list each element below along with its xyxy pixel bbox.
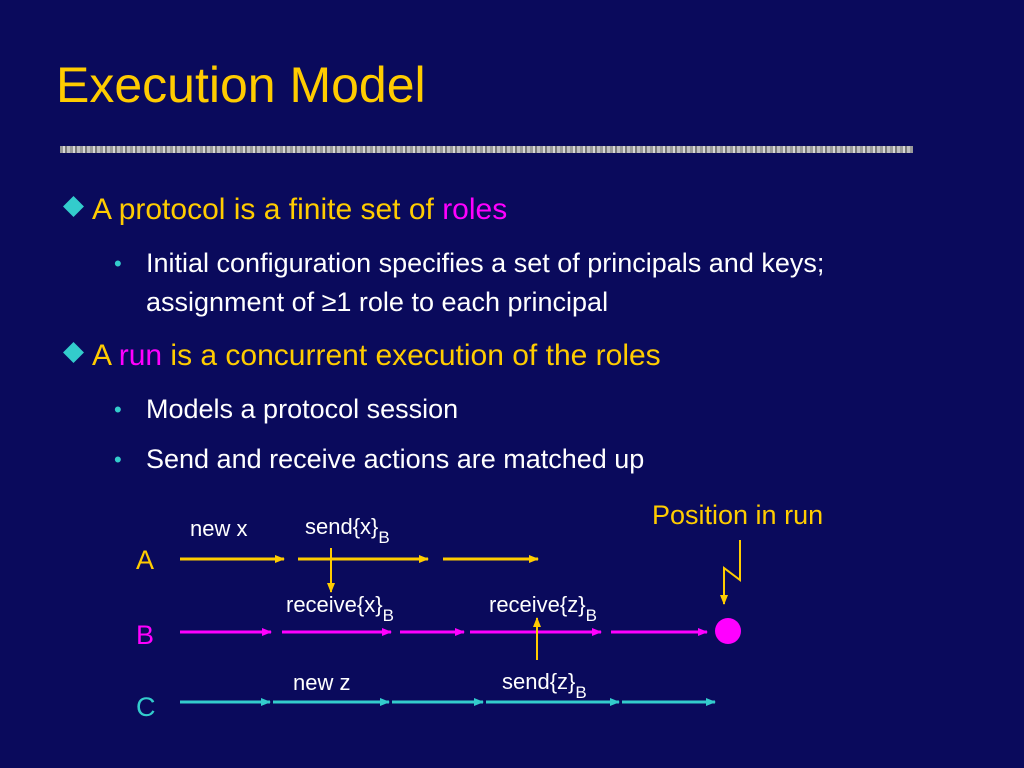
action-label-receive-x-sub: B [383,606,394,625]
action-label-receive-x: receive{x}B [286,592,394,625]
slide-title: Execution Model [56,57,426,113]
action-label-send-z-text: send{z} [502,669,575,694]
bullet-roles: A protocol is a finite set of roles [63,193,508,226]
annotation-position-in-run: Position in run [652,500,823,530]
sub-bullet-matched-text: Send and receive actions are matched up [146,444,645,474]
action-label-new-x: new x [190,516,247,541]
action-label-send-x-sub: B [378,528,389,547]
action-label-send-z-sub: B [575,683,586,702]
position-pointer-arrow [720,540,741,605]
sub-bullet-dot-icon: • [114,447,122,472]
action-label-send-x-text: send{x} [305,514,378,539]
bullet-run: A run is a concurrent execution of the r… [63,339,661,372]
action-label-send-z: send{z}B [502,669,587,702]
action-label-receive-z-text: receive{z} [489,592,586,617]
action-label-receive-z: receive{z}B [489,592,597,625]
action-label-receive-x-text: receive{x} [286,592,383,617]
title-divider [60,146,913,153]
action-label-send-x: send{x}B [305,514,390,547]
bullet-run-text-a: A [92,339,119,372]
role-label-c: C [136,692,156,722]
sub-bullet-initial-config-text: Initial configuration specifies a set of… [146,248,825,317]
sub-bullet-initial-config: • Initial configuration specifies a set … [114,244,934,322]
sub-bullet-dot-icon: • [114,397,122,422]
run-position-marker [715,618,741,644]
bullet-run-keyword: run [118,339,163,372]
action-label-new-z: new z [293,670,350,695]
role-label-b: B [136,620,154,650]
role-label-a: A [136,545,154,575]
sub-bullet-matched: • Send and receive actions are matched u… [114,440,934,479]
bullet-run-text-b: is a concurrent execution of the roles [162,339,661,372]
action-label-receive-z-sub: B [586,606,597,625]
bullet-roles-text: A protocol is a finite set of [92,193,443,226]
sub-bullet-dot-icon: • [114,251,122,276]
bullet-roles-keyword: roles [442,193,508,226]
sub-bullet-session: • Models a protocol session [114,390,934,429]
sub-bullet-session-text: Models a protocol session [146,394,459,424]
